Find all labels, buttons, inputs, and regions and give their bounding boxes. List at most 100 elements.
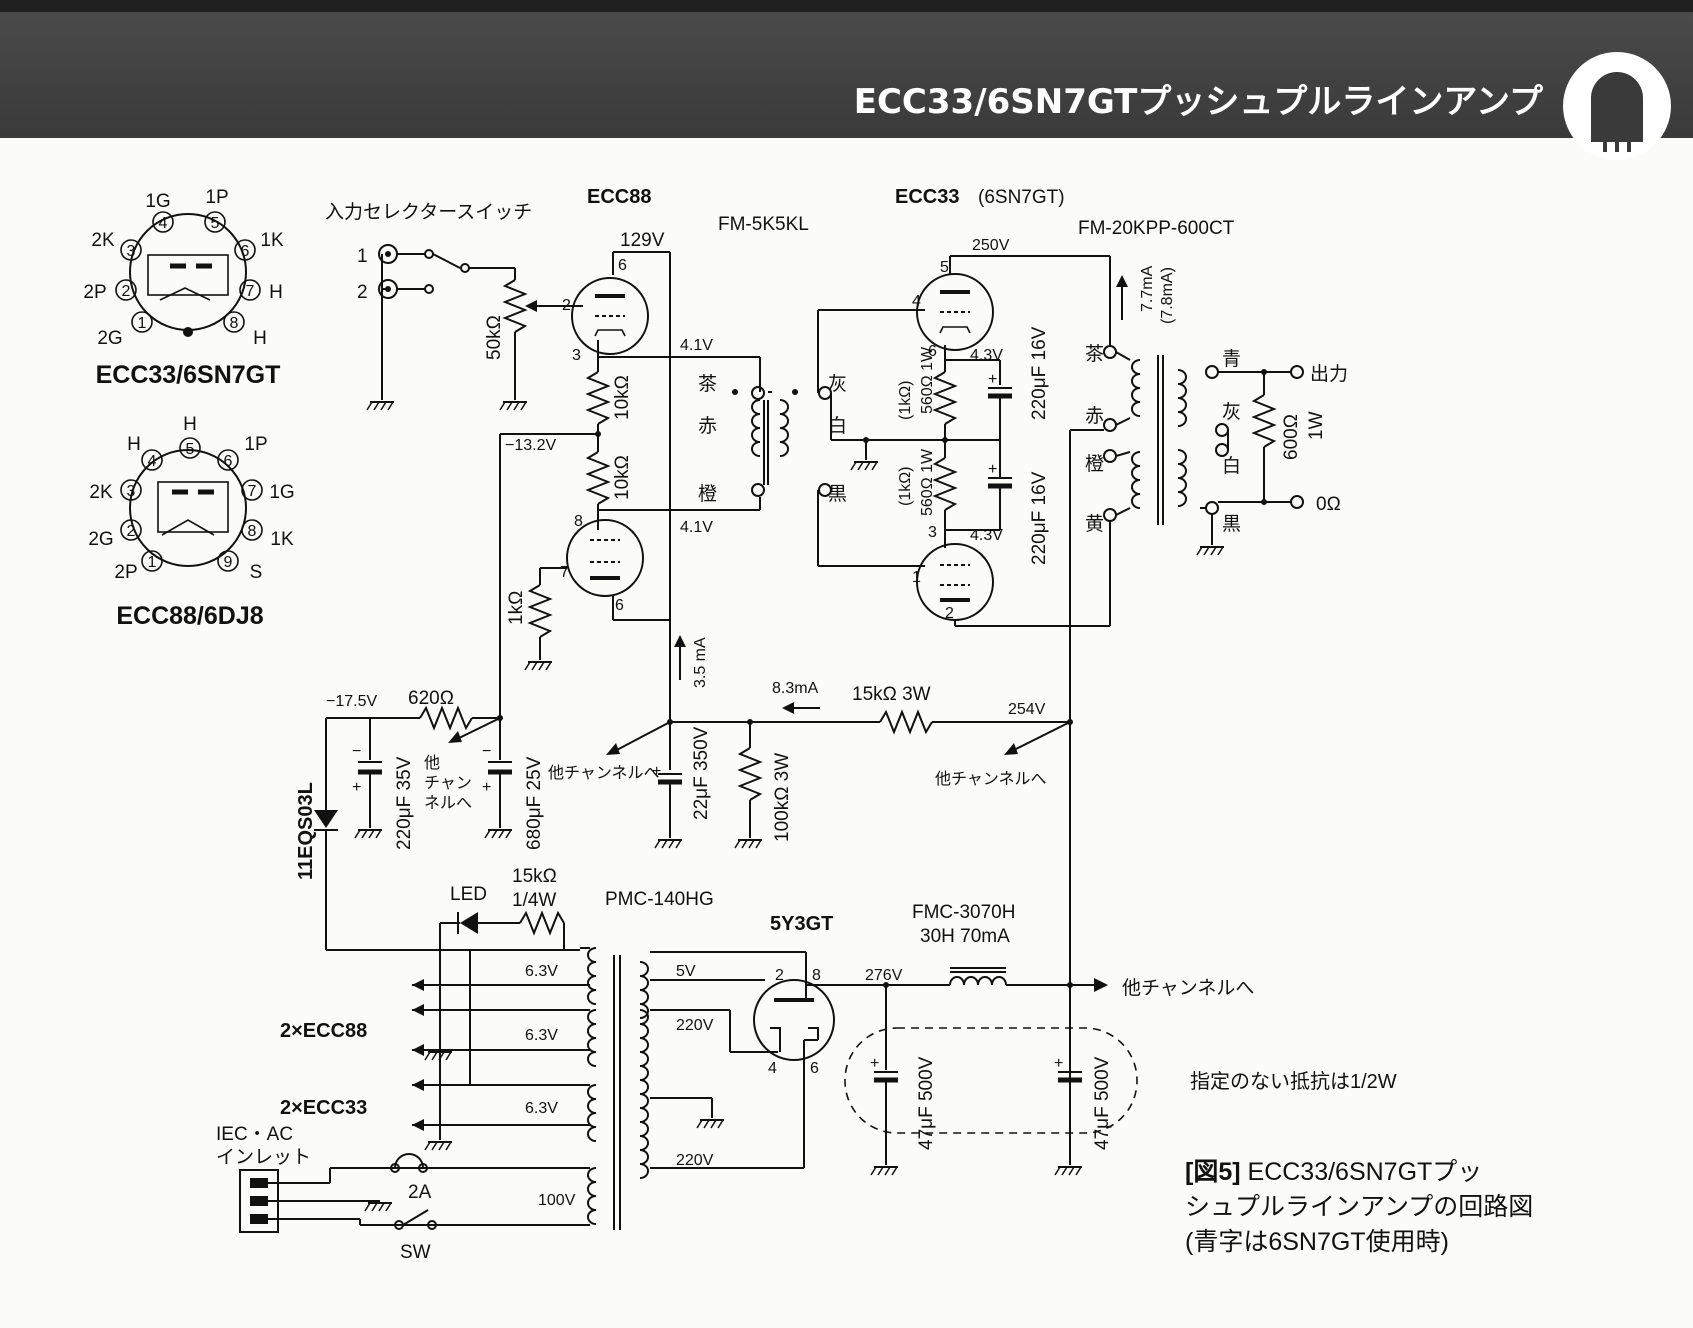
ecc88-pinout: 4 5 6 3 7 2 8 1 9 H H 1P 2K 1G 2G 1K 2P … <box>88 414 294 630</box>
svg-text:出力: 出力 <box>1310 363 1348 385</box>
svg-text:H: H <box>269 282 283 303</box>
svg-text:−: − <box>352 743 361 760</box>
svg-text:FMC-3070H: FMC-3070H <box>912 902 1015 923</box>
svg-text:6: 6 <box>241 243 250 260</box>
svg-text:−17.5V: −17.5V <box>326 693 377 710</box>
svg-text:0Ω: 0Ω <box>1316 494 1341 515</box>
svg-text:+: + <box>482 779 491 796</box>
svg-text:7: 7 <box>248 483 257 500</box>
svg-text:他: 他 <box>424 754 440 772</box>
svg-text:1K: 1K <box>260 230 284 251</box>
svg-text:1kΩ: 1kΩ <box>506 591 527 625</box>
svg-text:+: + <box>352 779 361 796</box>
svg-text:+: + <box>870 1055 879 1072</box>
svg-text:4: 4 <box>768 1060 777 1077</box>
svg-text:15kΩ 3W: 15kΩ 3W <box>852 684 931 705</box>
svg-text:赤: 赤 <box>1085 405 1104 427</box>
svg-text:5V: 5V <box>676 963 696 980</box>
svg-text:254V: 254V <box>1008 701 1046 718</box>
svg-text:インレット: インレット <box>216 1147 311 1168</box>
svg-text:2P: 2P <box>83 282 106 303</box>
svg-text:(6SN7GT): (6SN7GT) <box>978 187 1065 208</box>
ac-inlet: IEC・AC インレット 2A SW <box>216 1124 440 1263</box>
rectifier-5y3gt: 5Y3GT 2 8 4 6 <box>753 913 835 1077</box>
svg-text:680μF 25V: 680μF 25V <box>524 756 545 850</box>
svg-text:白: 白 <box>1222 455 1241 477</box>
svg-text:9: 9 <box>224 554 233 571</box>
figure-caption: [図5] ECC33/6SN7GTプッ シュプルラインアンプの回路図 (青字は6… <box>1185 1155 1533 1260</box>
svg-text:2K: 2K <box>89 482 113 503</box>
svg-text:1G: 1G <box>269 482 294 503</box>
svg-text:3: 3 <box>127 243 136 260</box>
svg-text:SW: SW <box>400 1242 431 1263</box>
caption-line3: (青字は6SN7GT使用時) <box>1185 1228 1449 1256</box>
interstage-transformer: FM-5K5KL 茶 赤 橙 灰 白 黒 <box>698 214 940 567</box>
svg-text:2K: 2K <box>91 230 115 251</box>
svg-text:1W: 1W <box>1306 411 1327 440</box>
svg-text:5: 5 <box>940 259 949 276</box>
svg-text:ECC33: ECC33 <box>895 186 959 208</box>
svg-text:8: 8 <box>230 315 239 332</box>
svg-text:6: 6 <box>615 597 624 614</box>
volume-pot: 50kΩ <box>484 268 577 411</box>
svg-text:橙: 橙 <box>1085 453 1104 475</box>
svg-text:4: 4 <box>148 453 157 470</box>
svg-text:H: H <box>127 434 141 455</box>
svg-text:1G: 1G <box>145 191 170 212</box>
svg-text:LED: LED <box>450 884 487 905</box>
svg-text:IEC・AC: IEC・AC <box>216 1124 293 1145</box>
svg-text:4.3V: 4.3V <box>970 347 1003 364</box>
svg-text:2G: 2G <box>88 529 113 550</box>
svg-text:276V: 276V <box>865 967 903 984</box>
svg-text:7: 7 <box>560 564 569 581</box>
svg-text:6: 6 <box>810 1060 819 1077</box>
svg-text:1P: 1P <box>205 187 228 208</box>
svg-text:560Ω 1W: 560Ω 1W <box>919 346 936 414</box>
svg-text:黄: 黄 <box>1085 513 1104 535</box>
svg-text:1: 1 <box>138 315 147 332</box>
svg-text:ネルへ: ネルへ <box>424 794 472 812</box>
ecc88-stage: ECC88 129V 6 2 3 10kΩ 10kΩ −13.2V 4.1V 4… <box>500 186 760 671</box>
svg-text:+: + <box>988 371 997 388</box>
svg-text:橙: 橙 <box>698 483 717 505</box>
svg-text:1: 1 <box>148 554 157 571</box>
svg-text:+: + <box>652 763 661 780</box>
svg-text:8.3mA: 8.3mA <box>772 680 819 697</box>
svg-text:5: 5 <box>186 441 195 458</box>
svg-text:6.3V: 6.3V <box>525 963 558 980</box>
led-indicator: LED 15kΩ 1/4W <box>439 866 565 1130</box>
vacuum-tube-icon <box>1563 52 1671 160</box>
svg-text:3: 3 <box>127 483 136 500</box>
power-rail: 3.5 mA 15kΩ 3W 8.3mA 254V 他チャンネルへ 他チャンネル… <box>548 429 1104 1165</box>
svg-text:1K: 1K <box>270 529 294 550</box>
svg-text:茶: 茶 <box>698 373 717 395</box>
input-selector: 入力セレクタースイッチ 1 2 <box>325 201 532 411</box>
svg-text:FM-5K5KL: FM-5K5KL <box>718 214 809 235</box>
svg-text:6: 6 <box>618 257 627 274</box>
svg-text:2: 2 <box>775 967 784 984</box>
svg-text:チャン: チャン <box>424 775 472 792</box>
svg-text:2A: 2A <box>408 1182 432 1203</box>
svg-text:3.5 mA: 3.5 mA <box>692 637 709 688</box>
svg-text:−13.2V: −13.2V <box>505 437 556 454</box>
svg-text:S: S <box>250 562 263 583</box>
resistor-note: 指定のない抵抗は1/2W <box>1190 1071 1397 1093</box>
svg-text:220μF 35V: 220μF 35V <box>394 756 415 850</box>
svg-text:10kΩ: 10kΩ <box>612 375 633 420</box>
svg-text:他チャンネルへ: 他チャンネルへ <box>935 770 1047 788</box>
svg-text:灰: 灰 <box>828 373 847 395</box>
svg-text:白: 白 <box>828 415 847 437</box>
svg-text:4: 4 <box>159 215 168 232</box>
svg-text:青: 青 <box>1222 348 1241 370</box>
svg-text:(1kΩ): (1kΩ) <box>897 466 914 506</box>
svg-text:FM-20KPP-600CT: FM-20KPP-600CT <box>1078 218 1235 239</box>
svg-text:2: 2 <box>122 283 131 300</box>
svg-text:600Ω: 600Ω <box>1281 414 1302 460</box>
svg-text:6: 6 <box>928 343 937 360</box>
svg-text:620Ω: 620Ω <box>408 688 454 709</box>
svg-text:6: 6 <box>224 453 233 470</box>
svg-text:50kΩ: 50kΩ <box>484 315 505 360</box>
svg-text:47μF 500V: 47μF 500V <box>916 1056 937 1150</box>
svg-text:−: − <box>482 743 491 760</box>
svg-text:220V: 220V <box>676 1017 714 1034</box>
